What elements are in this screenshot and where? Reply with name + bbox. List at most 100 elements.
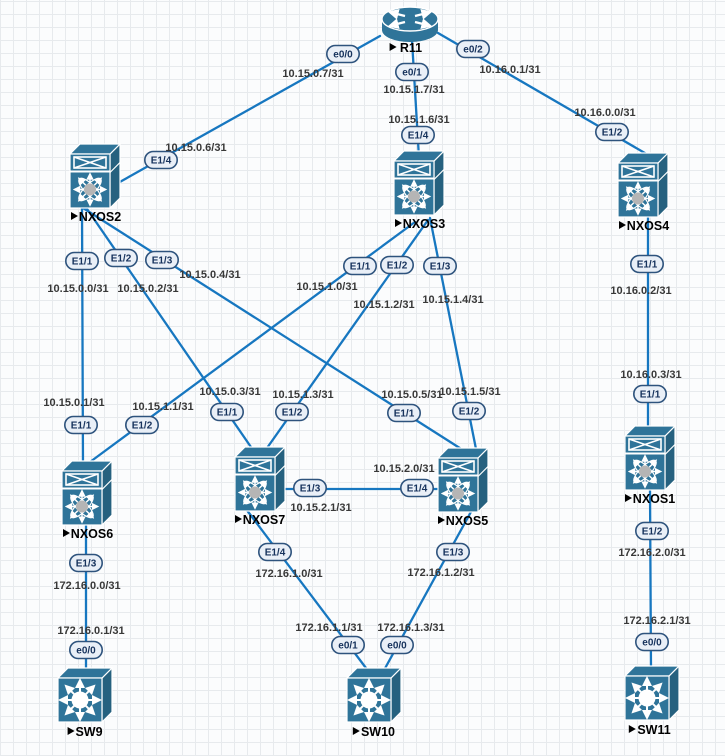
- interface-badge-nxos5-e1-3[interactable]: [435, 542, 470, 562]
- node-sw9-icon[interactable]: [56, 666, 114, 724]
- node-label-r11[interactable]: R11: [400, 41, 422, 55]
- interface-badge-nxos5-e1-4[interactable]: [399, 478, 434, 498]
- interface-badge-nxos2-e1-4[interactable]: [144, 150, 179, 170]
- node-nxos3-icon[interactable]: [392, 149, 446, 217]
- interface-badge-nxos2-e1-3[interactable]: [145, 250, 180, 270]
- crossbar-icon: [621, 165, 655, 178]
- ip-label[interactable]: 10.15.1.0/31: [296, 281, 357, 293]
- interface-badge-nxos5-e1-2[interactable]: [451, 401, 486, 421]
- interface-badge-nxos1-e1-1[interactable]: [632, 384, 667, 404]
- ip-label[interactable]: 10.16.0.1/31: [479, 64, 540, 76]
- interface-badge-nxos3-e1-2[interactable]: [379, 255, 414, 275]
- node-nxos4-icon[interactable]: [616, 151, 670, 219]
- node-label-nxos3[interactable]: NXOS3: [403, 217, 445, 231]
- interface-badge-label-sw10-e0-1: e0/1: [338, 641, 358, 652]
- interface-badge-r11-e0-2[interactable]: [455, 39, 490, 59]
- ip-label[interactable]: 10.15.1.7/31: [383, 84, 444, 96]
- ip-label[interactable]: 10.15.2.1/31: [290, 502, 351, 514]
- interface-badge-sw9-e0-0[interactable]: [69, 640, 104, 660]
- ip-label[interactable]: 172.16.1.2/31: [407, 567, 474, 579]
- interface-badge-sw10-e0-0[interactable]: [379, 635, 414, 655]
- ip-label[interactable]: 172.16.1.3/31: [377, 622, 444, 634]
- node-label-nxos6[interactable]: NXOS6: [71, 527, 113, 541]
- node-nxos2-icon[interactable]: [68, 142, 122, 210]
- interface-badge-label-nxos3-e1-3: E1/3: [430, 262, 451, 273]
- ip-label[interactable]: 10.15.1.3/31: [272, 389, 333, 401]
- interface-badge-label-nxos2-e1-4: E1/4: [151, 156, 172, 167]
- ip-label[interactable]: 10.15.1.4/31: [422, 294, 483, 306]
- node-label-nxos5[interactable]: NXOS5: [446, 514, 488, 528]
- node-sw11-icon[interactable]: [623, 664, 681, 722]
- interface-badge-label-nxos6-e1-1: E1/1: [71, 421, 92, 432]
- node-nxos6-icon[interactable]: [60, 459, 114, 527]
- interface-badge-nxos6-e1-2[interactable]: [125, 415, 160, 435]
- ip-label[interactable]: 10.15.0.5/31: [381, 389, 442, 401]
- node-nxos1-icon[interactable]: [623, 424, 677, 492]
- interface-badge-nxos7-e1-3[interactable]: [292, 478, 327, 498]
- ip-label[interactable]: 10.16.0.2/31: [610, 285, 671, 297]
- interface-badge-label-r11-e0-0: e0/0: [333, 50, 353, 61]
- ip-label[interactable]: 10.15.1.1/31: [132, 401, 193, 413]
- interface-badge-nxos3-e1-4[interactable]: [400, 125, 435, 145]
- ip-label[interactable]: 10.15.0.2/31: [117, 283, 178, 295]
- ip-label[interactable]: 172.16.1.0/31: [255, 568, 322, 580]
- node-label-marker-icon: [352, 727, 360, 735]
- ip-label[interactable]: 172.16.0.1/31: [57, 625, 124, 637]
- interface-badge-nxos5-e1-1[interactable]: [386, 403, 421, 423]
- ip-label[interactable]: 10.15.0.3/31: [199, 386, 260, 398]
- interface-badge-r11-e0-1[interactable]: [394, 62, 429, 82]
- node-label-nxos2[interactable]: NXOS2: [79, 210, 121, 224]
- node-nxos7-icon[interactable]: [233, 445, 287, 513]
- interface-badge-label-sw9-e0-0: e0/0: [76, 646, 96, 657]
- interface-badge-sw10-e0-1[interactable]: [330, 635, 365, 655]
- ip-label[interactable]: 10.15.2.0/31: [373, 463, 434, 475]
- interface-badge-nxos4-e1-2[interactable]: [594, 122, 629, 142]
- ip-label[interactable]: 172.16.0.0/31: [53, 580, 120, 592]
- node-label-nxos7[interactable]: NXOS7: [243, 513, 285, 527]
- node-label-marker-icon: [438, 516, 445, 524]
- ip-label[interactable]: 172.16.2.0/31: [618, 547, 685, 559]
- ip-label[interactable]: 10.15.0.0/31: [47, 283, 108, 295]
- node-label-sw11[interactable]: SW11: [637, 723, 670, 737]
- ip-label[interactable]: 10.15.1.5/31: [439, 386, 500, 398]
- interface-badge-nxos3-e1-3[interactable]: [422, 256, 457, 276]
- ip-label[interactable]: 10.15.1.2/31: [353, 299, 414, 311]
- ip-label[interactable]: 10.16.0.3/31: [620, 369, 681, 381]
- node-sw10-icon[interactable]: [345, 666, 403, 724]
- interface-badge-nxos1-e1-2[interactable]: [634, 521, 669, 541]
- node-nxos5-icon[interactable]: [436, 446, 490, 514]
- interface-badge-nxos6-e1-1[interactable]: [64, 415, 99, 435]
- node-label-nxos4[interactable]: NXOS4: [627, 219, 669, 233]
- node-label-marker-icon: [619, 221, 626, 229]
- interface-badge-label-nxos1-e1-1: E1/1: [640, 390, 661, 401]
- node-r11-icon[interactable]: [381, 6, 439, 42]
- ip-label[interactable]: 172.16.2.1/31: [623, 615, 690, 627]
- node-label-sw10[interactable]: SW10: [361, 725, 395, 739]
- hub-center-icon: [408, 190, 420, 203]
- ip-label[interactable]: 172.16.1.1/31: [295, 622, 362, 634]
- interface-badge-label-sw10-e0-0: e0/0: [387, 641, 407, 652]
- interface-badge-nxos2-e1-1[interactable]: [65, 251, 100, 271]
- node-label-nxos1[interactable]: NXOS1: [633, 492, 675, 506]
- interface-badge-r11-e0-0[interactable]: [325, 44, 360, 64]
- interface-badge-nxos7-e1-4[interactable]: [257, 542, 292, 562]
- hub-center-icon: [639, 465, 651, 478]
- hub-center-icon: [84, 183, 96, 196]
- ip-label[interactable]: 10.15.1.6/31: [388, 114, 449, 126]
- ip-label[interactable]: 10.15.0.6/31: [165, 142, 226, 154]
- ip-label[interactable]: 10.15.0.7/31: [282, 68, 343, 80]
- interface-badge-nxos7-e1-1[interactable]: [210, 402, 245, 422]
- interface-badge-nxos4-e1-1[interactable]: [629, 254, 664, 274]
- interface-badge-nxos2-e1-2[interactable]: [104, 248, 139, 268]
- ip-label[interactable]: 10.16.0.0/31: [574, 107, 635, 119]
- ip-label[interactable]: 10.15.0.1/31: [43, 397, 104, 409]
- hub-center-icon: [249, 486, 261, 499]
- hub-center-icon: [452, 487, 464, 500]
- interface-badge-sw11-e0-0[interactable]: [634, 632, 669, 652]
- node-label-sw9[interactable]: SW9: [75, 725, 102, 739]
- ip-label[interactable]: 10.15.0.4/31: [179, 269, 240, 281]
- interface-badge-nxos7-e1-2[interactable]: [274, 402, 309, 422]
- interface-badge-nxos3-e1-1[interactable]: [342, 256, 377, 276]
- interface-badge-nxos6-e1-3[interactable]: [69, 553, 104, 573]
